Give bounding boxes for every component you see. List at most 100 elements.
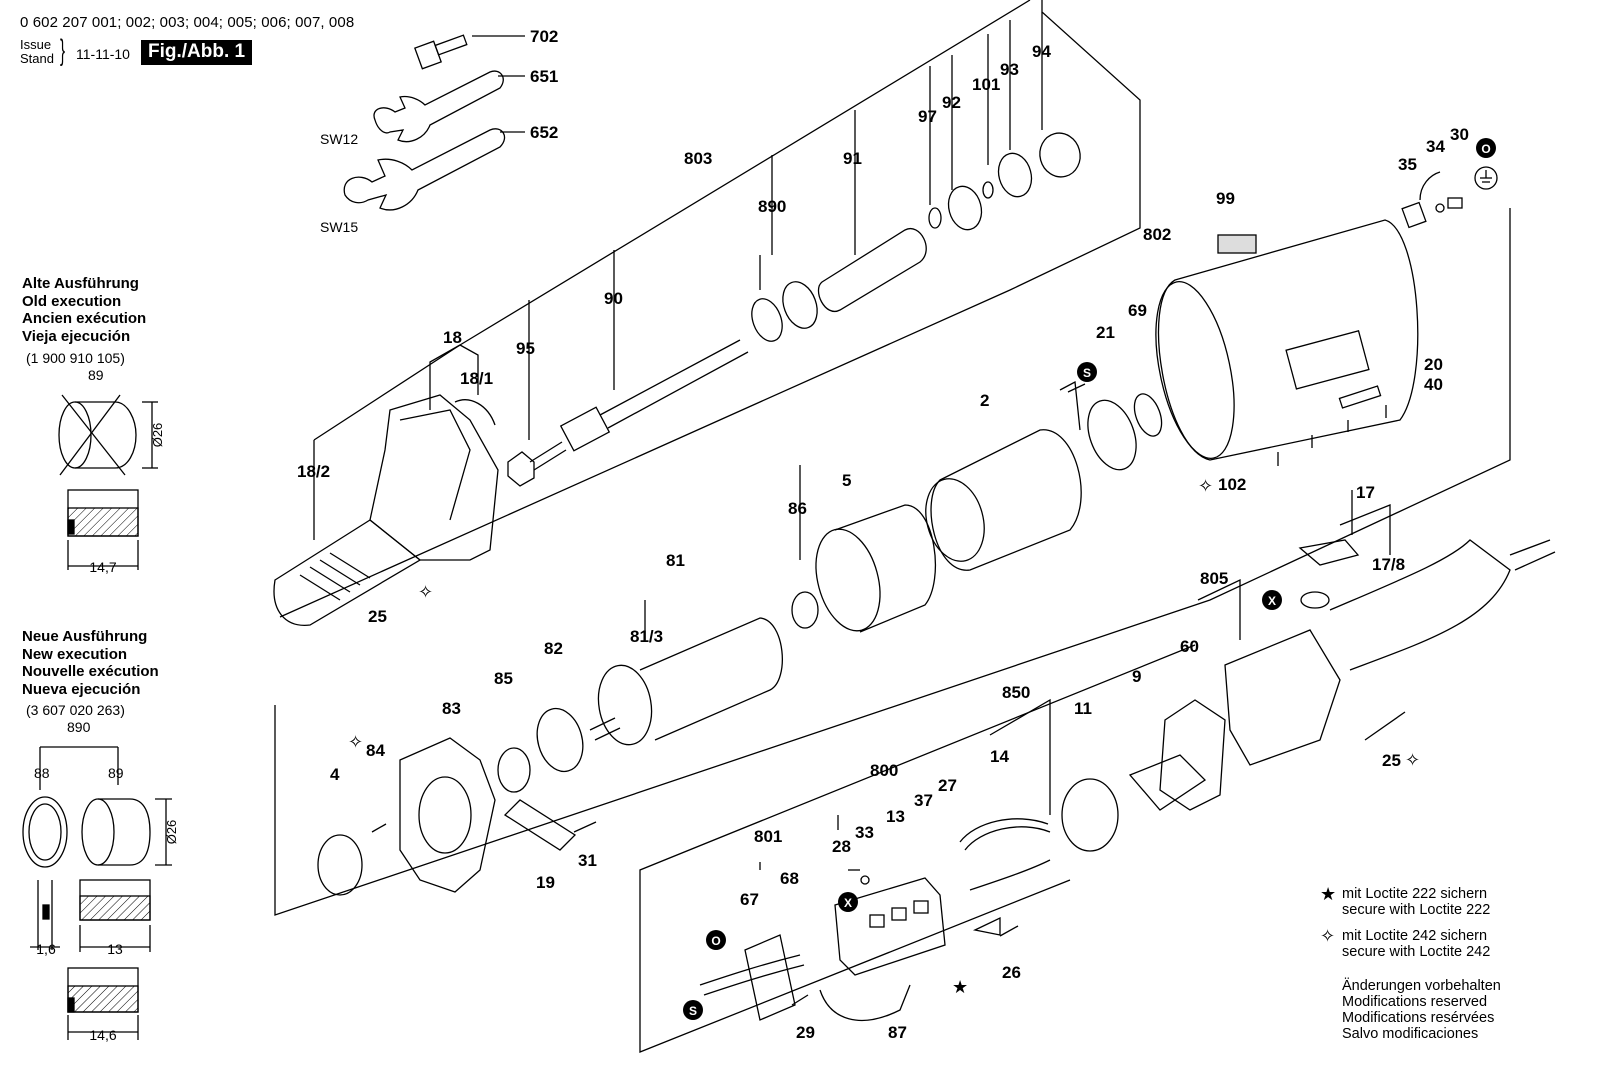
star-outline-icon: ✧: [1198, 476, 1213, 496]
pn-90: 90: [604, 289, 623, 308]
star-filled-icon: ★: [952, 977, 968, 997]
badge-o-label: O: [711, 934, 720, 948]
new-group-label: 890: [67, 719, 91, 735]
legend-222-en: secure with Loctite 222: [1342, 902, 1491, 918]
pn-18-1: 18/1: [460, 369, 493, 388]
new-execution-part-ref: (3 607 020 263): [26, 702, 125, 718]
part-bracket-19: [503, 799, 577, 851]
label-sw15: SW15: [320, 219, 358, 235]
star-outline-icon: ✧: [348, 732, 363, 752]
badge-o-label: O: [1481, 142, 1490, 156]
part-washer-33: [860, 875, 870, 885]
badge-group: S O X X O S: [683, 138, 1496, 1020]
pn-86: 86: [788, 499, 807, 518]
star-outline-icon: ✧: [418, 582, 433, 602]
pn-93: 93: [1000, 60, 1019, 79]
pn-651: 651: [530, 67, 558, 86]
pn-803: 803: [684, 149, 712, 168]
pn-21: 21: [1096, 323, 1115, 342]
part-collet-nut-702: [414, 34, 468, 70]
old-execution-title: Alte Ausführung Old execution Ancien exé…: [22, 275, 146, 345]
pn-702: 702: [530, 27, 558, 46]
pn-9: 9: [1132, 667, 1141, 686]
part-screw-29: [791, 994, 809, 1006]
pn-101: 101: [972, 75, 1000, 94]
badge-x-label: X: [1268, 594, 1276, 608]
part-screw-31: [573, 821, 597, 833]
badge-o-icon: [1476, 138, 1496, 158]
badge-s-icon: [683, 1000, 703, 1020]
pn-30: 30: [1450, 125, 1469, 144]
part-grommet-801: [744, 934, 796, 1021]
part-shaft-9: [1128, 754, 1207, 811]
badge-o-icon: [706, 930, 726, 950]
part-terminal-block-800: [834, 877, 946, 976]
pn-28: 28: [832, 837, 851, 856]
pn-91: 91: [843, 149, 862, 168]
figure-label: Fig./Abb. 1: [141, 40, 253, 65]
pn-60: 60: [1180, 637, 1199, 656]
pn-34: 34: [1426, 137, 1445, 156]
pn-68: 68: [780, 869, 799, 888]
old-part-label: 89: [88, 367, 104, 383]
leader-17-fork: [1339, 504, 1391, 555]
legend-242-de: mit Loctite 242 sichern: [1342, 928, 1488, 944]
pn-18-2: 18/2: [297, 462, 330, 481]
part-armature-81: [589, 617, 783, 746]
new-execution-drawing: [22, 746, 172, 1040]
leader-805-fork: [1197, 578, 1241, 640]
part-motor-housing-99: [1155, 219, 1419, 461]
part-wrench-sw15-652: [343, 128, 506, 211]
pn-99: 99: [1216, 189, 1235, 208]
model-numbers: 0 602 207 001; 002; 003; 004; 005; 006; …: [20, 14, 355, 31]
new-part-b: 89: [108, 765, 124, 781]
pn-17-8: 17/8: [1372, 555, 1405, 574]
pn-84: 84: [366, 741, 385, 760]
pn-83: 83: [442, 699, 461, 718]
pn-35: 35: [1398, 155, 1417, 174]
leader-18-body: [429, 344, 461, 410]
old-execution-part-ref: (1 900 910 105): [26, 350, 125, 366]
part-number-labels: 702 651 652 803 94 93 101 92 97 91 890 9…: [297, 27, 1469, 1042]
part-spring-18-1: [454, 399, 496, 426]
pn-82: 82: [544, 639, 563, 658]
pn-13: 13: [886, 807, 905, 826]
part-gear-4: [317, 834, 363, 896]
old-execution-de: Alte Ausführung: [22, 275, 139, 292]
old-dim-width: 14,7: [89, 559, 116, 575]
pn-19: 19: [536, 873, 555, 892]
part-spindle-90: [559, 339, 749, 452]
pn-81: 81: [666, 551, 685, 570]
note-de: Änderungen vorbehalten: [1342, 978, 1501, 994]
badge-x-label: X: [844, 896, 852, 910]
panel-middle-outline: [274, 208, 1511, 916]
pn-85: 85: [494, 669, 513, 688]
new-execution-fr: Nouvelle exécution: [22, 663, 159, 680]
part-o-ring-69: [1133, 393, 1163, 437]
part-earth-clamp-35: [1401, 171, 1463, 229]
old-execution-fr: Ancien exécution: [22, 310, 147, 327]
legend-242-en: secure with Loctite 242: [1342, 944, 1491, 960]
pn-11: 11: [1074, 699, 1092, 718]
new-execution-en: New execution: [22, 645, 128, 663]
label-sw12: SW12: [320, 131, 358, 147]
part-gasket-60: [1159, 699, 1226, 811]
part-ring-88: [751, 298, 783, 342]
star-outline-icon: ✧: [1405, 750, 1420, 770]
part-bearing-85: [497, 747, 531, 793]
part-wrench-sw12-651: [373, 70, 504, 143]
brace-glyph: }: [60, 34, 66, 67]
pn-95: 95: [516, 339, 535, 358]
old-execution-drawing: [58, 394, 158, 570]
stand-label: Stand: [20, 51, 54, 66]
earth-symbol-icon: [1474, 166, 1498, 190]
pn-801: 801: [754, 827, 782, 846]
part-gear-housing-18: [273, 394, 499, 626]
new-execution-de: Neue Ausführung: [22, 628, 148, 645]
legend-222-de: mit Loctite 222 sichern: [1342, 886, 1488, 902]
pn-94: 94: [1032, 42, 1051, 61]
new-dim-b: 13: [107, 941, 123, 957]
issue-stand-label: Issue Stand: [20, 38, 54, 66]
part-sleeve-91: [817, 227, 927, 313]
